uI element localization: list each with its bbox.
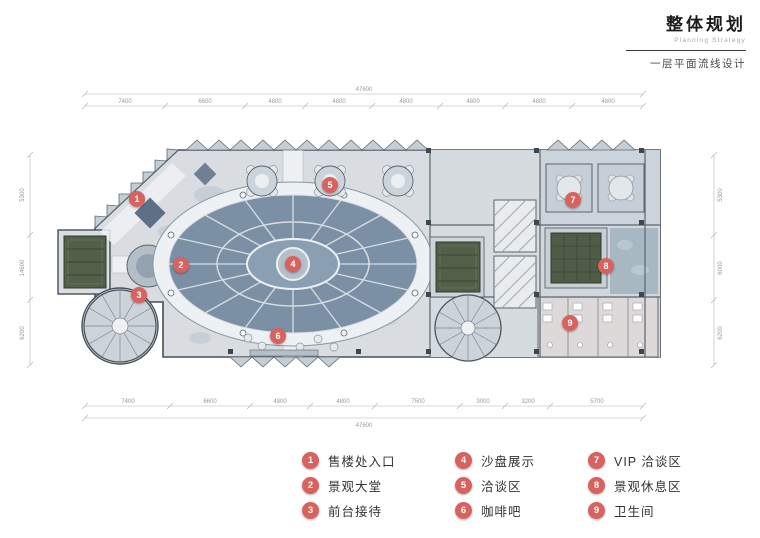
plan-marker-6: 6 [270, 328, 286, 344]
dimension-right: 5300 6000 6200 [710, 151, 724, 369]
plan-marker-5: 5 [322, 177, 338, 193]
svg-text:6200: 6200 [718, 326, 724, 340]
header: 整体规划 Planning Strategy 一层平面流线设计 [626, 10, 746, 71]
spiral-stair-left [83, 289, 157, 363]
svg-text:4800: 4800 [268, 99, 282, 105]
planter-left [63, 235, 107, 289]
legend-badge: 5 [455, 477, 472, 494]
plan-marker-8: 8 [598, 258, 614, 274]
building [57, 139, 661, 368]
planter-lounge [544, 227, 608, 289]
svg-text:7400: 7400 [118, 99, 132, 105]
legend-badge: 6 [455, 502, 472, 519]
dimension-top: 47600 7400 6600 4800 4800 4800 4800 4800… [81, 87, 647, 110]
svg-text:4800: 4800 [466, 99, 480, 105]
legend-label: 景观休息区 [614, 480, 682, 494]
legend-label: 前台接待 [328, 505, 383, 519]
section-title: 一层平面流线设计 [650, 58, 746, 70]
legend-label: 咖啡吧 [481, 505, 522, 519]
svg-text:4800: 4800 [332, 99, 346, 105]
legend-column-1: 1 售楼处入口 2 景观大堂 3 前台接待 [302, 452, 396, 527]
vip-bays [545, 163, 645, 213]
legend-item-vip: 7 VIP 洽谈区 [588, 452, 682, 469]
svg-text:5300: 5300 [20, 188, 26, 202]
legend-badge: 1 [302, 452, 319, 469]
spiral-stair-right [434, 294, 502, 362]
legend-item-sandtable: 4 沙盘展示 [455, 452, 535, 469]
legend-item-lobby: 2 景观大堂 [302, 477, 396, 494]
legend-item-reception: 3 前台接待 [302, 502, 396, 519]
svg-text:4800: 4800 [532, 99, 546, 105]
legend-label: 洽谈区 [481, 480, 522, 494]
legend-item-restroom: 9 卫生间 [588, 502, 682, 519]
legend-column-2: 4 沙盘展示 5 洽谈区 6 咖啡吧 [455, 452, 535, 527]
legend-badge: 9 [588, 502, 605, 519]
floor-diamond [134, 197, 166, 229]
svg-text:6000: 6000 [718, 261, 724, 275]
restrooms [537, 296, 659, 358]
svg-text:4800: 4800 [601, 99, 615, 105]
plan-marker-1: 1 [129, 191, 145, 207]
svg-text:3000: 3000 [476, 399, 490, 405]
legend-label: 卫生间 [614, 505, 655, 519]
svg-text:4800: 4800 [273, 399, 287, 405]
svg-text:6600: 6600 [198, 99, 212, 105]
plan-marker-7: 7 [565, 192, 581, 208]
svg-text:4800: 4800 [399, 99, 413, 105]
plan-marker-9: 9 [562, 315, 578, 331]
columns [228, 148, 644, 354]
lounge-floor [610, 228, 658, 294]
legend-badge: 2 [302, 477, 319, 494]
stair-shafts [493, 199, 537, 309]
page-subtitle: Planning Strategy [674, 37, 746, 44]
legend-badge: 7 [588, 452, 605, 469]
svg-text:3200: 3200 [521, 399, 535, 405]
svg-text:6600: 6600 [203, 399, 217, 405]
svg-text:4800: 4800 [336, 399, 350, 405]
svg-text:7400: 7400 [121, 399, 135, 405]
legend-label: 沙盘展示 [481, 455, 536, 469]
legend-badge: 4 [455, 452, 472, 469]
legend-badge: 3 [302, 502, 319, 519]
dim-bottom-total: 47600 [356, 423, 373, 429]
legend: 1 售楼处入口 2 景观大堂 3 前台接待 4 沙盘展示 5 洽谈区 6 [0, 452, 760, 532]
legend-column-3: 7 VIP 洽谈区 8 景观休息区 9 卫生间 [588, 452, 682, 527]
svg-text:5700: 5700 [590, 399, 604, 405]
svg-text:14600: 14600 [20, 259, 26, 276]
svg-text:7500: 7500 [411, 399, 425, 405]
facade-scallops [94, 139, 637, 368]
legend-item-negotiation: 5 洽谈区 [455, 477, 535, 494]
colonnade [167, 191, 419, 337]
page-title: 整体规划 [666, 15, 746, 34]
sand-table-ellipse [152, 181, 434, 347]
legend-item-entrance: 1 售楼处入口 [302, 452, 396, 469]
legend-item-coffee: 6 咖啡吧 [455, 502, 535, 519]
svg-text:6200: 6200 [20, 326, 26, 340]
plan-marker-3: 3 [131, 287, 147, 303]
legend-badge: 8 [588, 477, 605, 494]
dim-top-total: 47600 [356, 87, 373, 93]
dimension-left: 5300 14600 6200 [20, 151, 34, 369]
coffee-bar [243, 333, 339, 357]
plan-marker-2: 2 [173, 257, 189, 273]
plan-marker-4: 4 [285, 256, 301, 272]
legend-item-rest-area: 8 景观休息区 [588, 477, 682, 494]
planter-mid [429, 236, 485, 298]
svg-text:5300: 5300 [718, 188, 724, 202]
dimension-bottom: 7400 6600 4800 4800 7500 3000 3200 5700 … [81, 399, 647, 429]
legend-label: VIP 洽谈区 [614, 455, 682, 469]
legend-label: 景观大堂 [328, 480, 383, 494]
header-divider [626, 50, 746, 51]
legend-label: 售楼处入口 [328, 455, 396, 469]
